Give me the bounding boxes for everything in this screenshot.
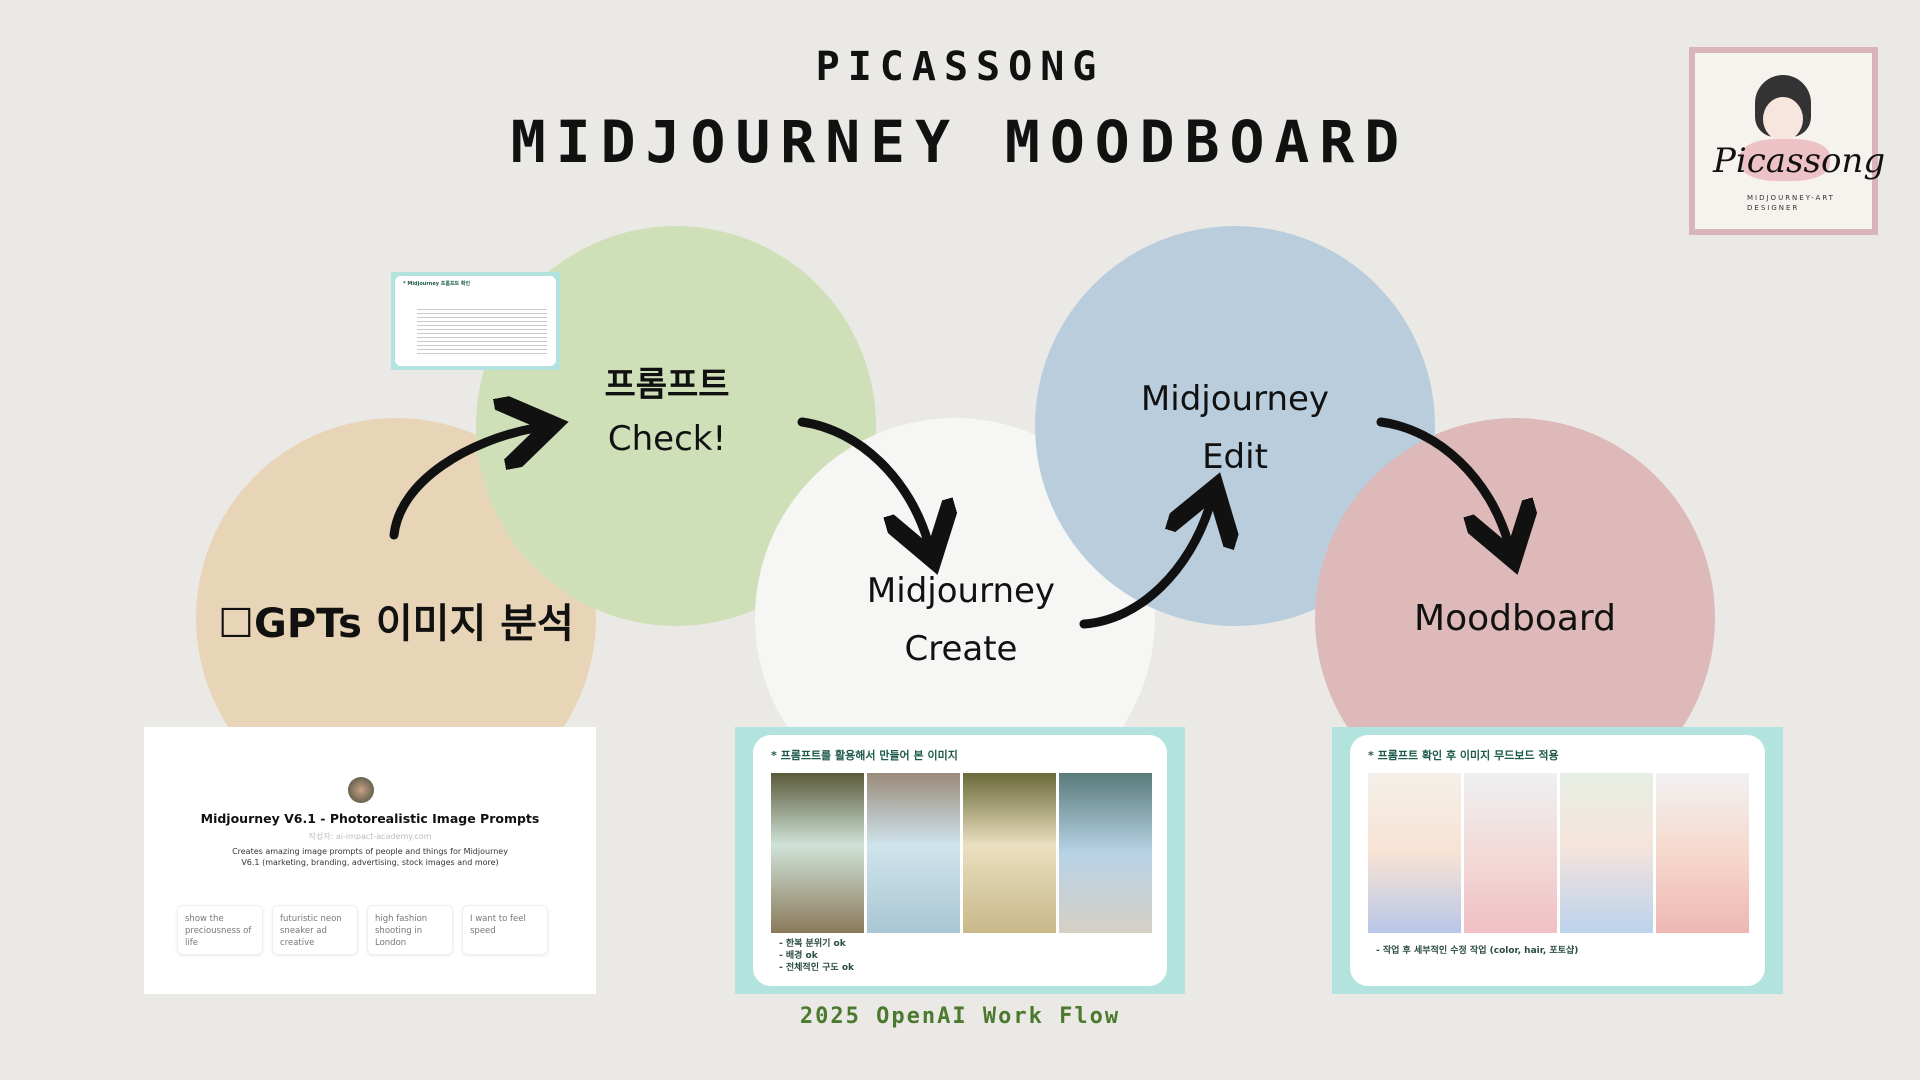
create-panel: * 프롬프트를 활용해서 만들어 본 이미지 - 한복 분위기 ok- 배경 o… <box>735 727 1185 994</box>
suggestion-chip[interactable]: show the preciousness of life <box>177 905 263 955</box>
arrow-4 <box>1376 417 1508 542</box>
gpt-avatar <box>348 777 374 803</box>
suggestion-chip[interactable]: I want to feel speed <box>462 905 548 955</box>
moodboard-notes: - 작업 후 세부적인 수정 작업 (color, hair, 포토샵) <box>1376 946 1579 956</box>
hanbok-photo <box>1059 773 1152 933</box>
moodboard-illustration <box>1560 773 1653 933</box>
prompt-check-thumbnail: * Midjourney 프롬프트 확인 <box>391 272 560 370</box>
gpt-panel: Midjourney V6.1 - Photorealistic Image P… <box>144 727 596 994</box>
page-title: MIDJOURNEY MOODBOARD <box>510 108 1410 176</box>
moodboard-illustration <box>1464 773 1557 933</box>
moodboard-heading: * 프롬프트 확인 후 이미지 무드보드 적용 <box>1368 749 1559 762</box>
brand-title: PICASSONG <box>815 44 1105 90</box>
create-notes: - 한복 분위기 ok- 배경 ok- 전체적인 구도 ok <box>779 939 854 973</box>
moodboard-illustration <box>1656 773 1749 933</box>
gpt-author: 작성자: ai-impact-academy.com <box>308 832 432 841</box>
gpt-title: Midjourney V6.1 - Photorealistic Image P… <box>200 811 540 826</box>
arrow-2 <box>797 417 928 542</box>
hanbok-photo <box>963 773 1056 933</box>
moodboard-illustration-gallery <box>1368 773 1749 933</box>
arrow-3 <box>1079 505 1210 629</box>
hanbok-photo <box>771 773 864 933</box>
moodboard-panel: * 프롬프트 확인 후 이미지 무드보드 적용 - 작업 후 세부적인 수정 작… <box>1332 727 1783 994</box>
footer-caption: 2025 OpenAI Work Flow <box>799 1004 1121 1029</box>
hanbok-photo <box>867 773 960 933</box>
hanbok-photo-gallery <box>771 773 1152 933</box>
moodboard-illustration <box>1368 773 1461 933</box>
step-label-moodboard: Moodboard <box>1414 598 1616 639</box>
step-label-gpts: ☐GPTs 이미지 분석 <box>218 601 574 647</box>
logo-script: Picassong <box>1713 141 1886 181</box>
gpt-description: Creates amazing image prompts of people … <box>232 847 508 867</box>
arrow-1 <box>389 428 535 540</box>
suggestion-chip[interactable]: futuristic neon sneaker ad creative <box>272 905 358 955</box>
suggestion-chip[interactable]: high fashion shooting in London <box>367 905 453 955</box>
create-heading: * 프롬프트를 활용해서 만들어 본 이미지 <box>771 749 958 762</box>
